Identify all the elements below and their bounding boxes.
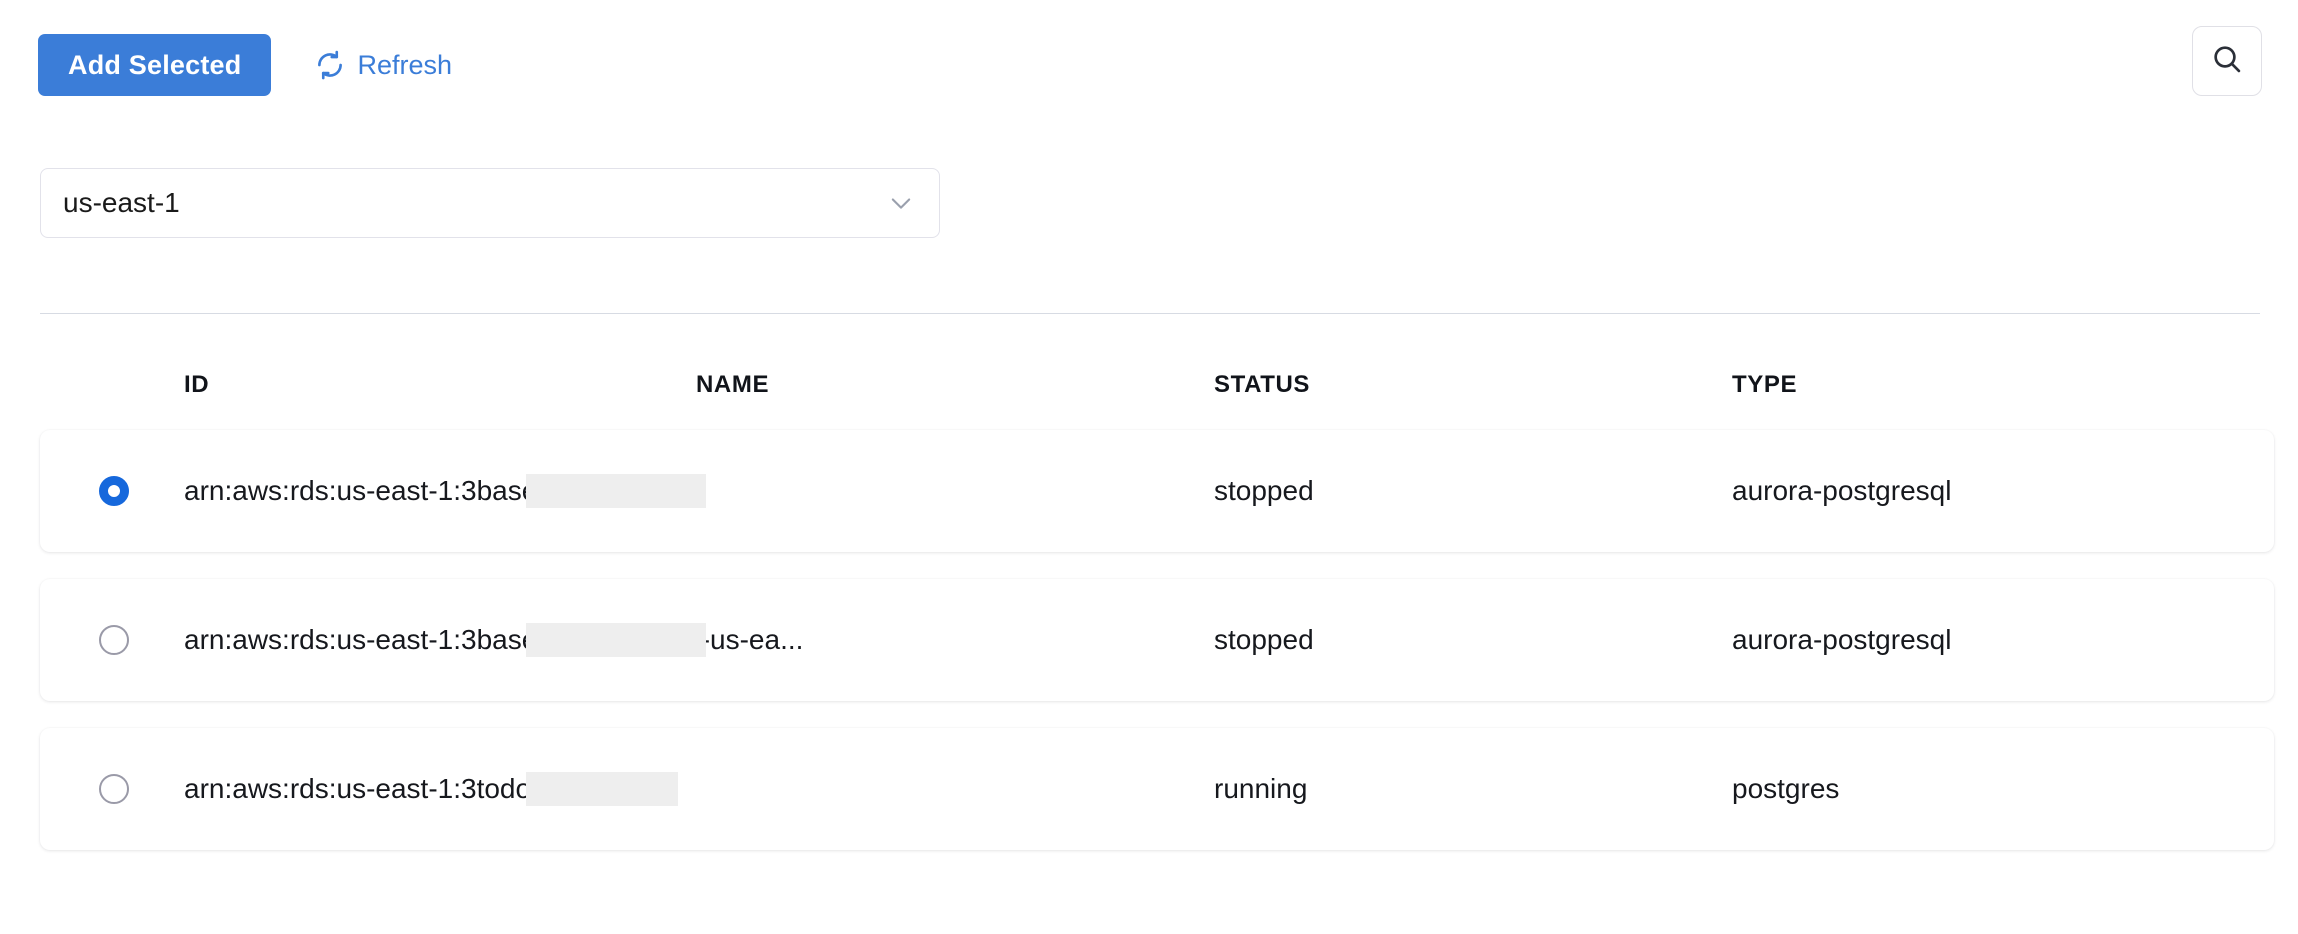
region-select-value: us-east-1 xyxy=(63,187,180,218)
search-icon xyxy=(2210,42,2244,81)
table-header-row: ID NAME STATUS TYPE xyxy=(40,340,2274,430)
add-selected-button[interactable]: Add Selected xyxy=(38,34,272,96)
table-body: arn:aws:rds:us-east-1:3 base-1-instance-… xyxy=(40,430,2274,850)
row-select-cell[interactable] xyxy=(40,774,184,804)
row-status: stopped xyxy=(1214,475,1314,506)
refresh-button[interactable]: Refresh xyxy=(315,39,452,91)
row-status: stopped xyxy=(1214,624,1314,655)
row-type: aurora-postgresql xyxy=(1732,475,1952,506)
radio-button-selected[interactable] xyxy=(99,476,129,506)
radio-button[interactable] xyxy=(99,625,129,655)
row-select-cell[interactable] xyxy=(40,625,184,655)
row-id-prefix: arn:aws:rds:us-east-1:3 xyxy=(184,624,477,655)
refresh-label: Refresh xyxy=(357,49,452,80)
row-select-cell[interactable] xyxy=(40,476,184,506)
table-row[interactable]: arn:aws:rds:us-east-1:3 base-1-instance-… xyxy=(40,579,2274,701)
row-status: running xyxy=(1214,773,1308,804)
row-type: aurora-postgresql xyxy=(1732,624,1952,655)
row-id-suffix: base-1-instance-1-us-ea... xyxy=(476,624,804,655)
sync-refresh-icon xyxy=(315,50,345,80)
row-id-prefix: arn:aws:rds:us-east-1:3 xyxy=(184,475,477,506)
row-id-cell: arn:aws:rds:us-east-1:3 base-1-instance-… xyxy=(184,623,1214,657)
row-id-cell: arn:aws:rds:us-east-1:3 base-1-instance-… xyxy=(184,474,1214,508)
chevron-down-icon xyxy=(887,189,915,217)
toolbar: Add Selected Refresh xyxy=(38,34,2260,96)
section-divider xyxy=(40,313,2260,314)
table-header-type: TYPE xyxy=(1732,371,1798,398)
table-row[interactable]: arn:aws:rds:us-east-1:3 todo-ecs-rds run… xyxy=(40,728,2274,850)
table-header-name: NAME xyxy=(696,371,770,398)
row-id-cell: arn:aws:rds:us-east-1:3 todo-ecs-rds xyxy=(184,772,1214,806)
table-header-status: STATUS xyxy=(1214,371,1311,398)
row-id-prefix: arn:aws:rds:us-east-1:3 xyxy=(184,773,477,804)
row-id-suffix: todo-ecs-rds xyxy=(476,773,633,804)
table-header-id: ID xyxy=(184,371,210,398)
radio-button[interactable] xyxy=(99,774,129,804)
region-select[interactable]: us-east-1 xyxy=(40,168,940,238)
search-button[interactable] xyxy=(2192,26,2262,96)
table-row[interactable]: arn:aws:rds:us-east-1:3 base-1-instance-… xyxy=(40,430,2274,552)
row-type: postgres xyxy=(1732,773,1840,804)
region-select-row: us-east-1 xyxy=(40,168,940,238)
instances-table: ID NAME STATUS TYPE arn:aws:rds:us-east-… xyxy=(40,340,2274,877)
row-id-suffix: base-1-instance-1 xyxy=(476,475,701,506)
